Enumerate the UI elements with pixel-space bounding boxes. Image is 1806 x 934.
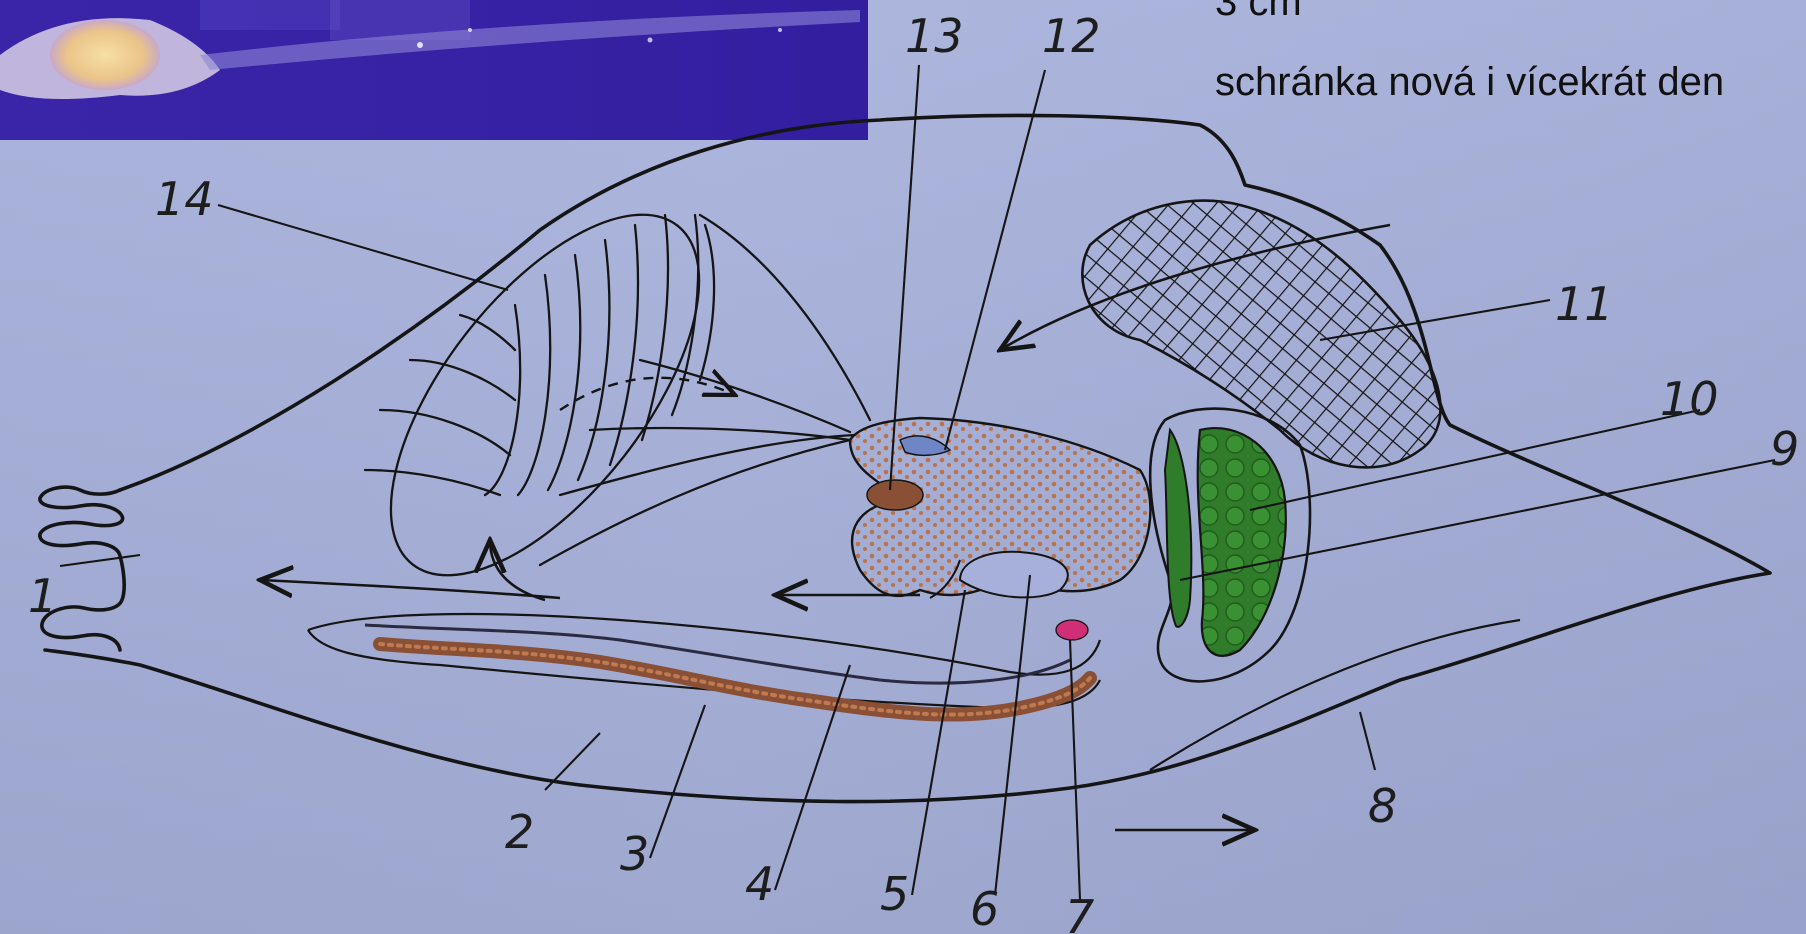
- label-8: 8: [1368, 779, 1397, 833]
- gut-tube: [380, 644, 1090, 715]
- label-4: 4: [745, 857, 774, 911]
- label-13: 13: [905, 9, 964, 63]
- spot-7: [1056, 620, 1088, 640]
- label-12: 12: [1042, 9, 1101, 63]
- label-10: 10: [1660, 372, 1719, 426]
- flow-arrow-curve: [490, 540, 545, 600]
- flow-arrow-exit: [260, 580, 560, 598]
- gonad-region: [1150, 409, 1310, 682]
- label-1: 1: [28, 569, 57, 623]
- label-5: 5: [880, 867, 909, 921]
- internal-dashed-arrow: [560, 378, 735, 410]
- label-11: 11: [1555, 277, 1614, 331]
- label-14: 14: [155, 172, 214, 226]
- label-6: 6: [970, 882, 999, 934]
- label-3: 3: [620, 827, 649, 881]
- stomach-region: [850, 418, 1150, 640]
- pharynx-muscles: [334, 164, 870, 626]
- label-7: 7: [1065, 890, 1094, 934]
- spot-13: [867, 480, 923, 510]
- label-9: 9: [1770, 422, 1799, 476]
- label-2: 2: [505, 805, 534, 859]
- net-mesh: [1082, 201, 1440, 468]
